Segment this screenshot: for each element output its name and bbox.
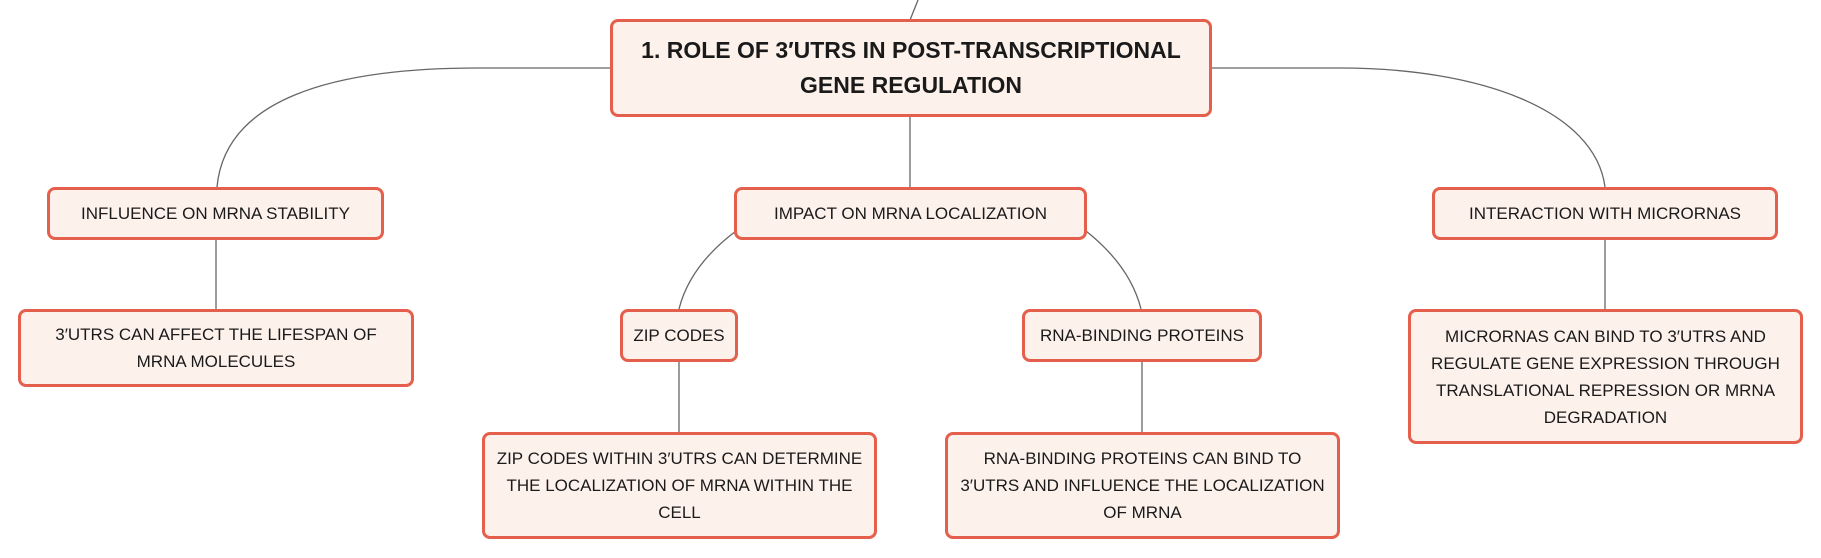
topic-mrna-stability[interactable]: Influence on mRNA stability <box>47 187 384 240</box>
detail-zip-codes[interactable]: Zip codes within 3′UTRs can determine th… <box>482 432 877 539</box>
root-topic-node[interactable]: 1. Role of 3′UTRs in Post-Transcriptiona… <box>610 19 1212 117</box>
subtopic-mrna-lifespan[interactable]: 3′UTRs can affect the lifespan of mRNA m… <box>18 309 414 387</box>
connector-localization-to-zipcodes <box>678 230 737 310</box>
connector-localization-to-rbp <box>1085 230 1142 310</box>
subtopic-micrornas-regulation[interactable]: MicroRNAs can bind to 3′UTRs and regulat… <box>1408 309 1803 444</box>
subtopic-rna-binding-proteins[interactable]: RNA-binding proteins <box>1022 309 1262 362</box>
connector-root-to-stability <box>216 67 610 188</box>
subtopic-zip-codes[interactable]: Zip codes <box>620 309 738 362</box>
topic-micrornas[interactable]: Interaction with microRNAs <box>1432 187 1778 240</box>
detail-rna-binding-proteins[interactable]: RNA-binding proteins can bind to 3′UTRs … <box>945 432 1340 539</box>
connector-root-to-micrornas <box>1212 67 1606 188</box>
connector-root-parent <box>909 0 919 21</box>
topic-mrna-localization[interactable]: Impact on mRNA localization <box>734 187 1087 240</box>
